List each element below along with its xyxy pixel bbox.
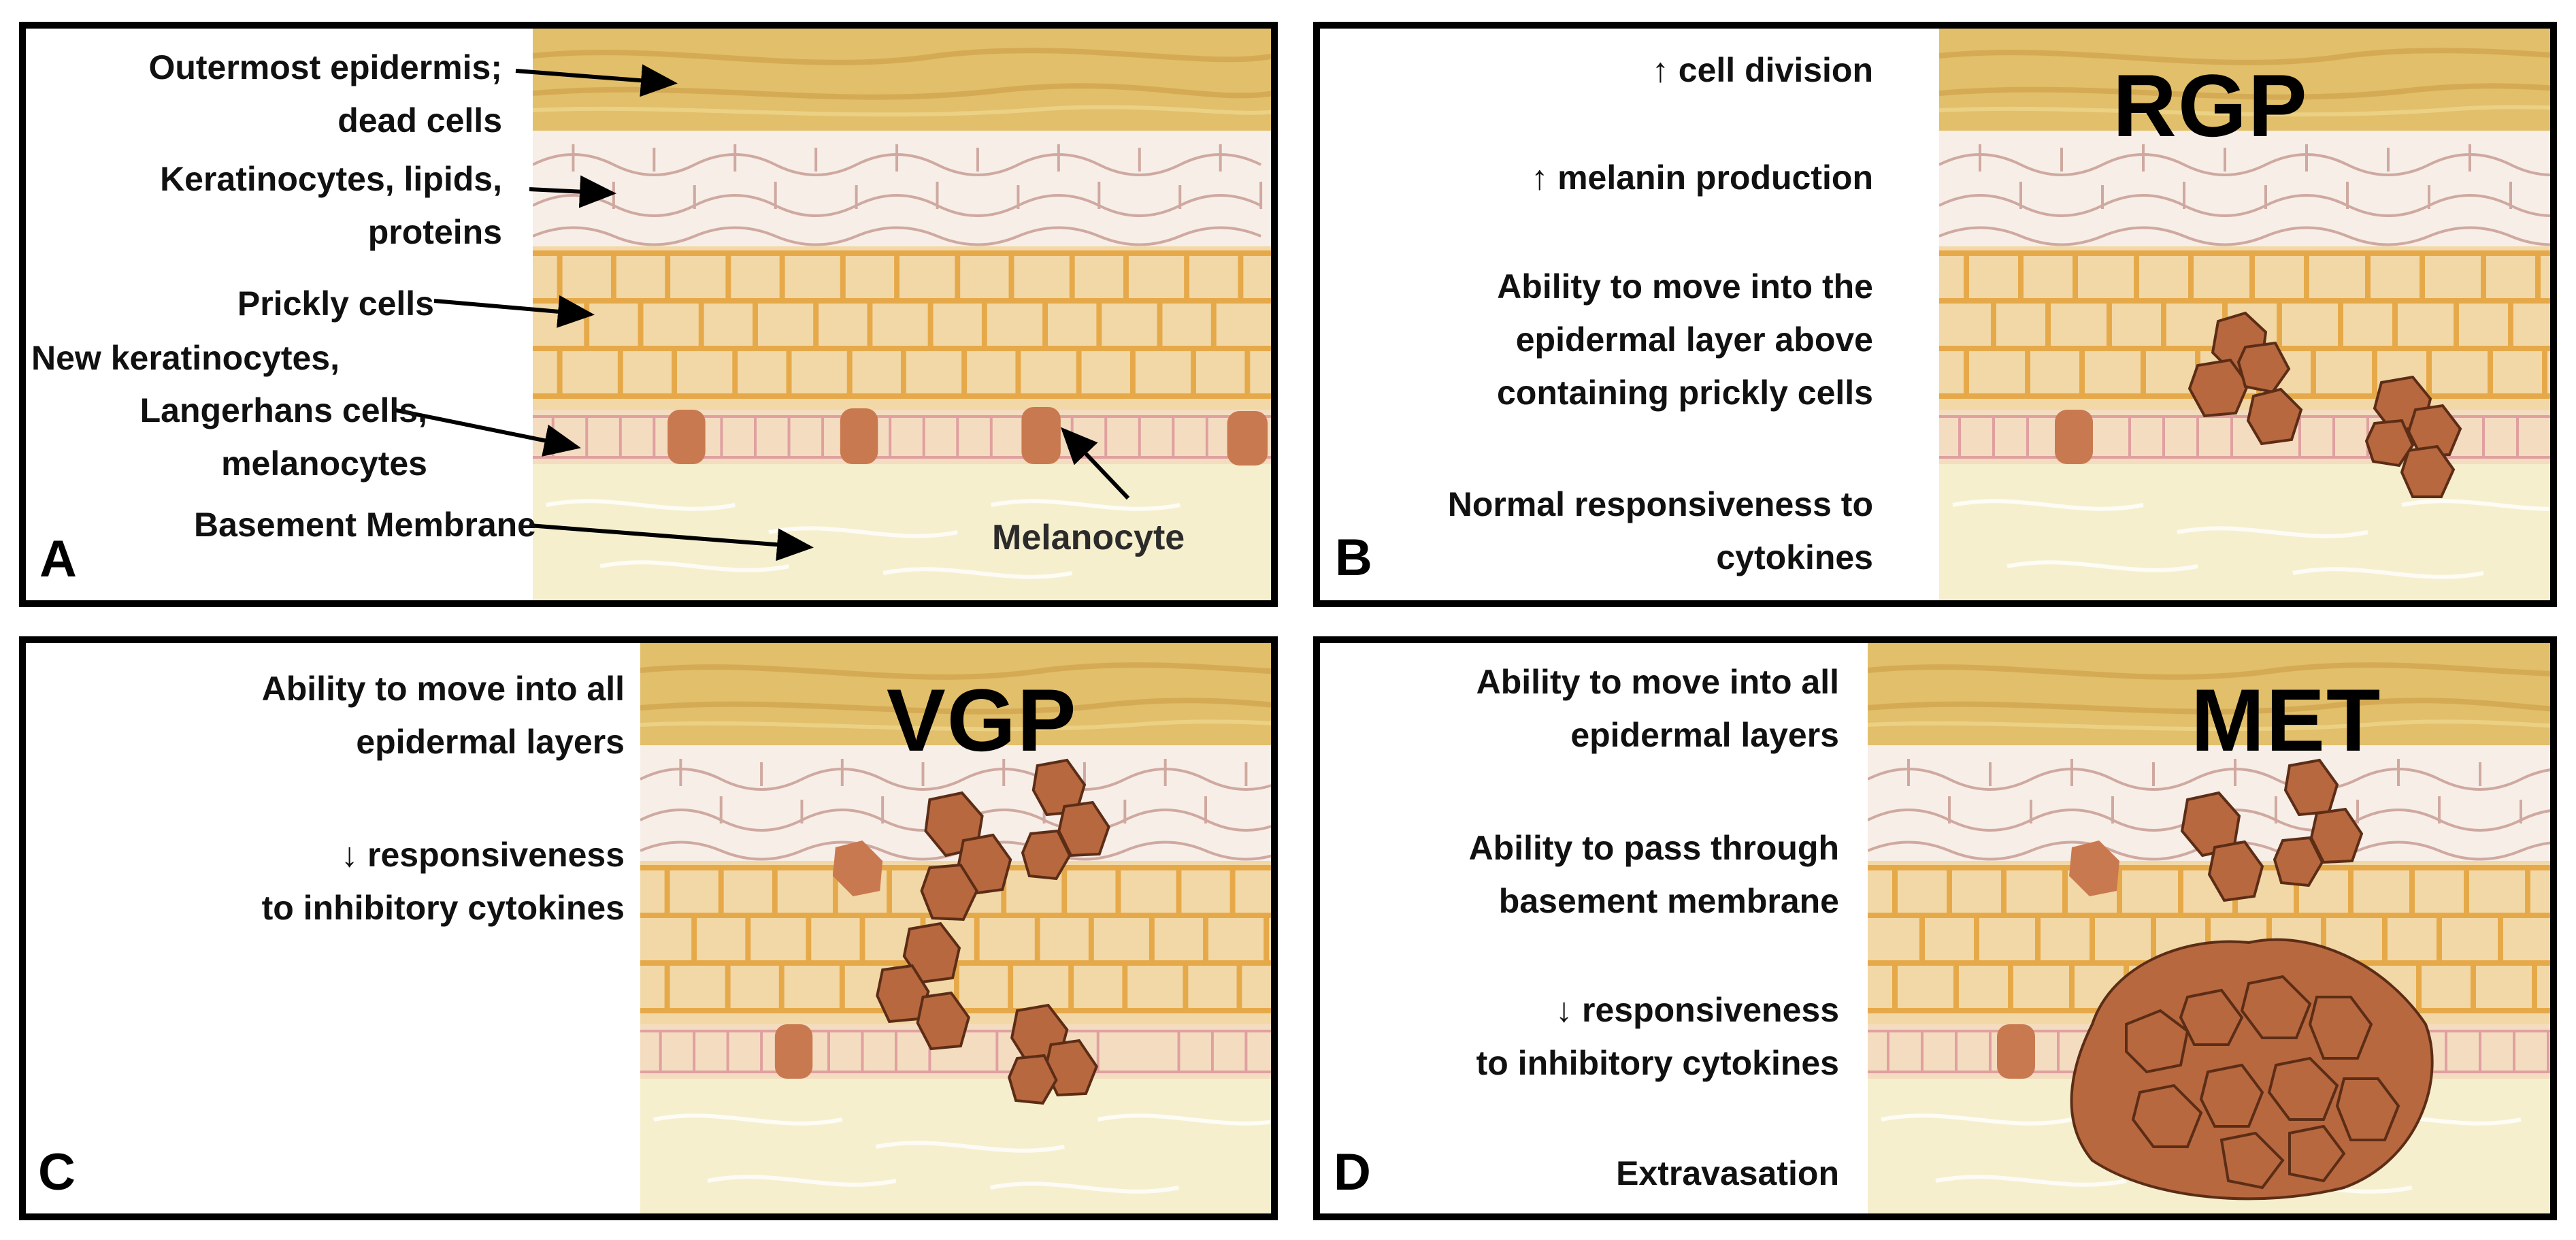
label-move-ability: Ability to move into the [1497,267,1873,306]
stage-title-vgp: VGP [887,670,1078,770]
label-langerhans: Langerhans cells, [139,391,427,429]
label-basement-membrane: Basement Membrane [194,506,536,544]
skin-layers-svg-c [640,643,1271,1213]
tumor-cluster-met [2070,758,2434,1201]
label-dead-cells: dead cells [337,101,502,140]
melanocyte-cells-c [774,841,883,1079]
melanocyte [2069,841,2119,896]
label-cytokines: cytokines [1716,538,1873,576]
label-epidermal-layers-d: epidermal layers [1570,716,1839,754]
skin-illustration-c [640,643,1271,1213]
label-epidermal-above: epidermal layer above [1515,321,1873,359]
tumor-cluster-rgp [2187,311,2462,498]
melanocyte-cells-a [667,407,1268,466]
panel-letter-a: A [39,530,77,588]
label-outermost: Outermost epidermis; [148,48,502,86]
melanocyte [832,841,883,896]
skin-illustration-d [1868,643,2550,1213]
panel-a-normal-skin: Outermost epidermis; dead cells Keratino… [19,22,1278,607]
panel-c-vgp: Ability to move into all epidermal layer… [19,636,1278,1220]
tumor-mass-cells [2125,975,2400,1190]
skin-illustration-b [1939,29,2550,600]
melanocyte [1997,1024,2035,1079]
stage-title-rgp: RGP [2113,56,2309,155]
label-inhibitory-cytokines: to inhibitory cytokines [261,889,625,927]
label-pass-through: Ability to pass through [1468,829,1839,867]
melanocyte-cells-d [1997,841,2119,1079]
panel-b-rgp: ↑ cell division ↑ melanin production Abi… [1313,22,2557,607]
skin-illustration-a [533,29,1271,600]
tumor-cluster-vgp [876,758,1110,1105]
panel-letter-d: D [1334,1143,1371,1201]
melanocyte [1021,407,1061,464]
label-responsiveness-down: ↓ responsiveness [341,836,625,874]
melanocyte-cells-b [2055,410,2093,464]
label-move-all-layers-d: Ability to move into all [1476,663,1839,701]
label-melanocyte: Melanocyte [992,518,1185,557]
skin-layers-svg-b [1939,29,2550,600]
melanocyte [2055,410,2093,464]
stage-title-met: MET [2191,670,2382,770]
melanocyte [774,1024,813,1079]
label-proteins: proteins [367,213,502,251]
label-cell-division: ↑ cell division [1651,51,1873,89]
label-keratinocytes: Keratinocytes, lipids, [160,160,502,198]
melanocyte [667,410,706,464]
label-melanocytes: melanocytes [221,444,427,483]
melanocyte [1227,411,1268,466]
label-melanin-production: ↑ melanin production [1531,159,1873,197]
panel-letter-b: B [1335,529,1372,587]
label-prickly-cells: Prickly cells [237,284,434,323]
skin-layers-svg-d [1868,643,2550,1213]
panel-letter-c: C [38,1143,76,1201]
label-prickly-containing: containing prickly cells [1497,374,1873,412]
label-responsiveness-down-d: ↓ responsiveness [1555,991,1839,1029]
label-inhibitory-cytokines-d: to inhibitory cytokines [1476,1044,1839,1082]
label-move-all-layers: Ability to move into all [261,670,625,708]
label-basement-membrane-d: basement membrane [1498,882,1839,920]
label-new-keratinocytes: New keratinocytes, [31,339,340,377]
label-epidermal-layers: epidermal layers [356,723,625,761]
skin-layers-svg-a [533,29,1271,600]
label-normal-responsiveness: Normal responsiveness to [1447,485,1873,523]
panel-d-met: Ability to move into all epidermal layer… [1313,636,2557,1220]
melanocyte [840,408,878,464]
label-extravasation: Extravasation [1616,1154,1839,1192]
